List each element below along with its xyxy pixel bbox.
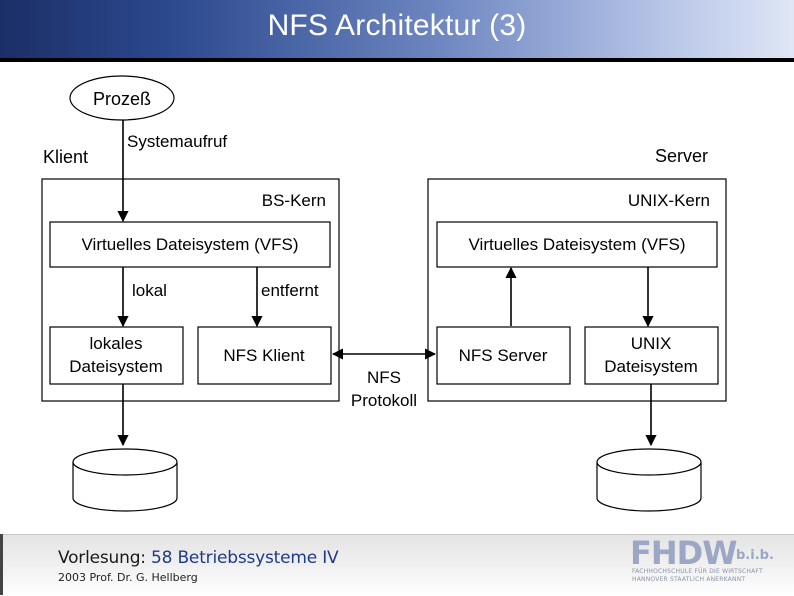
process-label: Prozeß (93, 89, 151, 109)
server-vfs-box (436, 221, 718, 268)
footer-bar (0, 534, 794, 596)
nfs-client-box (197, 326, 332, 385)
client-disk-icon (72, 448, 178, 512)
server-disk-icon (596, 448, 702, 512)
process-node (69, 75, 175, 121)
client-vfs-box (49, 221, 331, 268)
course-title: Vorlesung: 58 Betriebssysteme IV (58, 548, 339, 568)
slide-title: NFS Architektur (3) (267, 9, 527, 42)
protocol-label-line2: Protokoll (351, 391, 417, 410)
local-path-label: lokal (132, 281, 167, 300)
nfs-server-box (436, 326, 571, 385)
client-kernel-label: BS-Kern (262, 191, 326, 210)
protocol-label-line1: NFS (367, 368, 401, 387)
local-fs-label-line2: Dateisystem (69, 357, 163, 376)
system-call-label: Systemaufruf (127, 132, 227, 151)
course-prefix: Vorlesung: (58, 548, 146, 568)
course-name: 58 Betriebssysteme IV (151, 548, 339, 568)
server-vfs-label: Virtuelles Dateisystem (VFS) (469, 235, 686, 254)
title-divider (0, 58, 794, 62)
remote-path-label: entfernt (261, 281, 319, 300)
logo-suffix: b.i.b. (736, 548, 774, 563)
author-credit: 2003 Prof. Dr. G. Hellberg (58, 571, 198, 584)
nfs-client-label: NFS Klient (223, 346, 305, 365)
footer-edge (0, 534, 3, 595)
server-side-label: Server (655, 146, 708, 166)
client-side-label: Klient (43, 147, 88, 167)
client-vfs-label: Virtuelles Dateisystem (VFS) (82, 235, 299, 254)
unix-fs-label-line2: Dateisystem (604, 357, 698, 376)
local-fs-label-line1: lokales (90, 334, 143, 353)
fhdw-logo: FHDW b.i.b. FACHHOCHSCHULE FÜR DIE WIRTS… (630, 534, 774, 588)
local-fs-box (49, 326, 184, 385)
unix-fs-label-line1: UNIX (631, 334, 672, 353)
nfs-architecture-diagram: Prozeß Systemaufruf Klient Server BS-Ker… (41, 75, 727, 512)
logo-wordmark: FHDW (630, 534, 737, 572)
logo-subtitle-2: HANNOVER STAATLICH ANERKANNT (632, 576, 746, 583)
title-bar (0, 0, 794, 58)
logo-subtitle-1: FACHHOCHSCHULE FÜR DIE WIRTSCHAFT (632, 568, 763, 575)
server-kernel-label: UNIX-Kern (628, 191, 710, 210)
nfs-server-label: NFS Server (459, 346, 548, 365)
